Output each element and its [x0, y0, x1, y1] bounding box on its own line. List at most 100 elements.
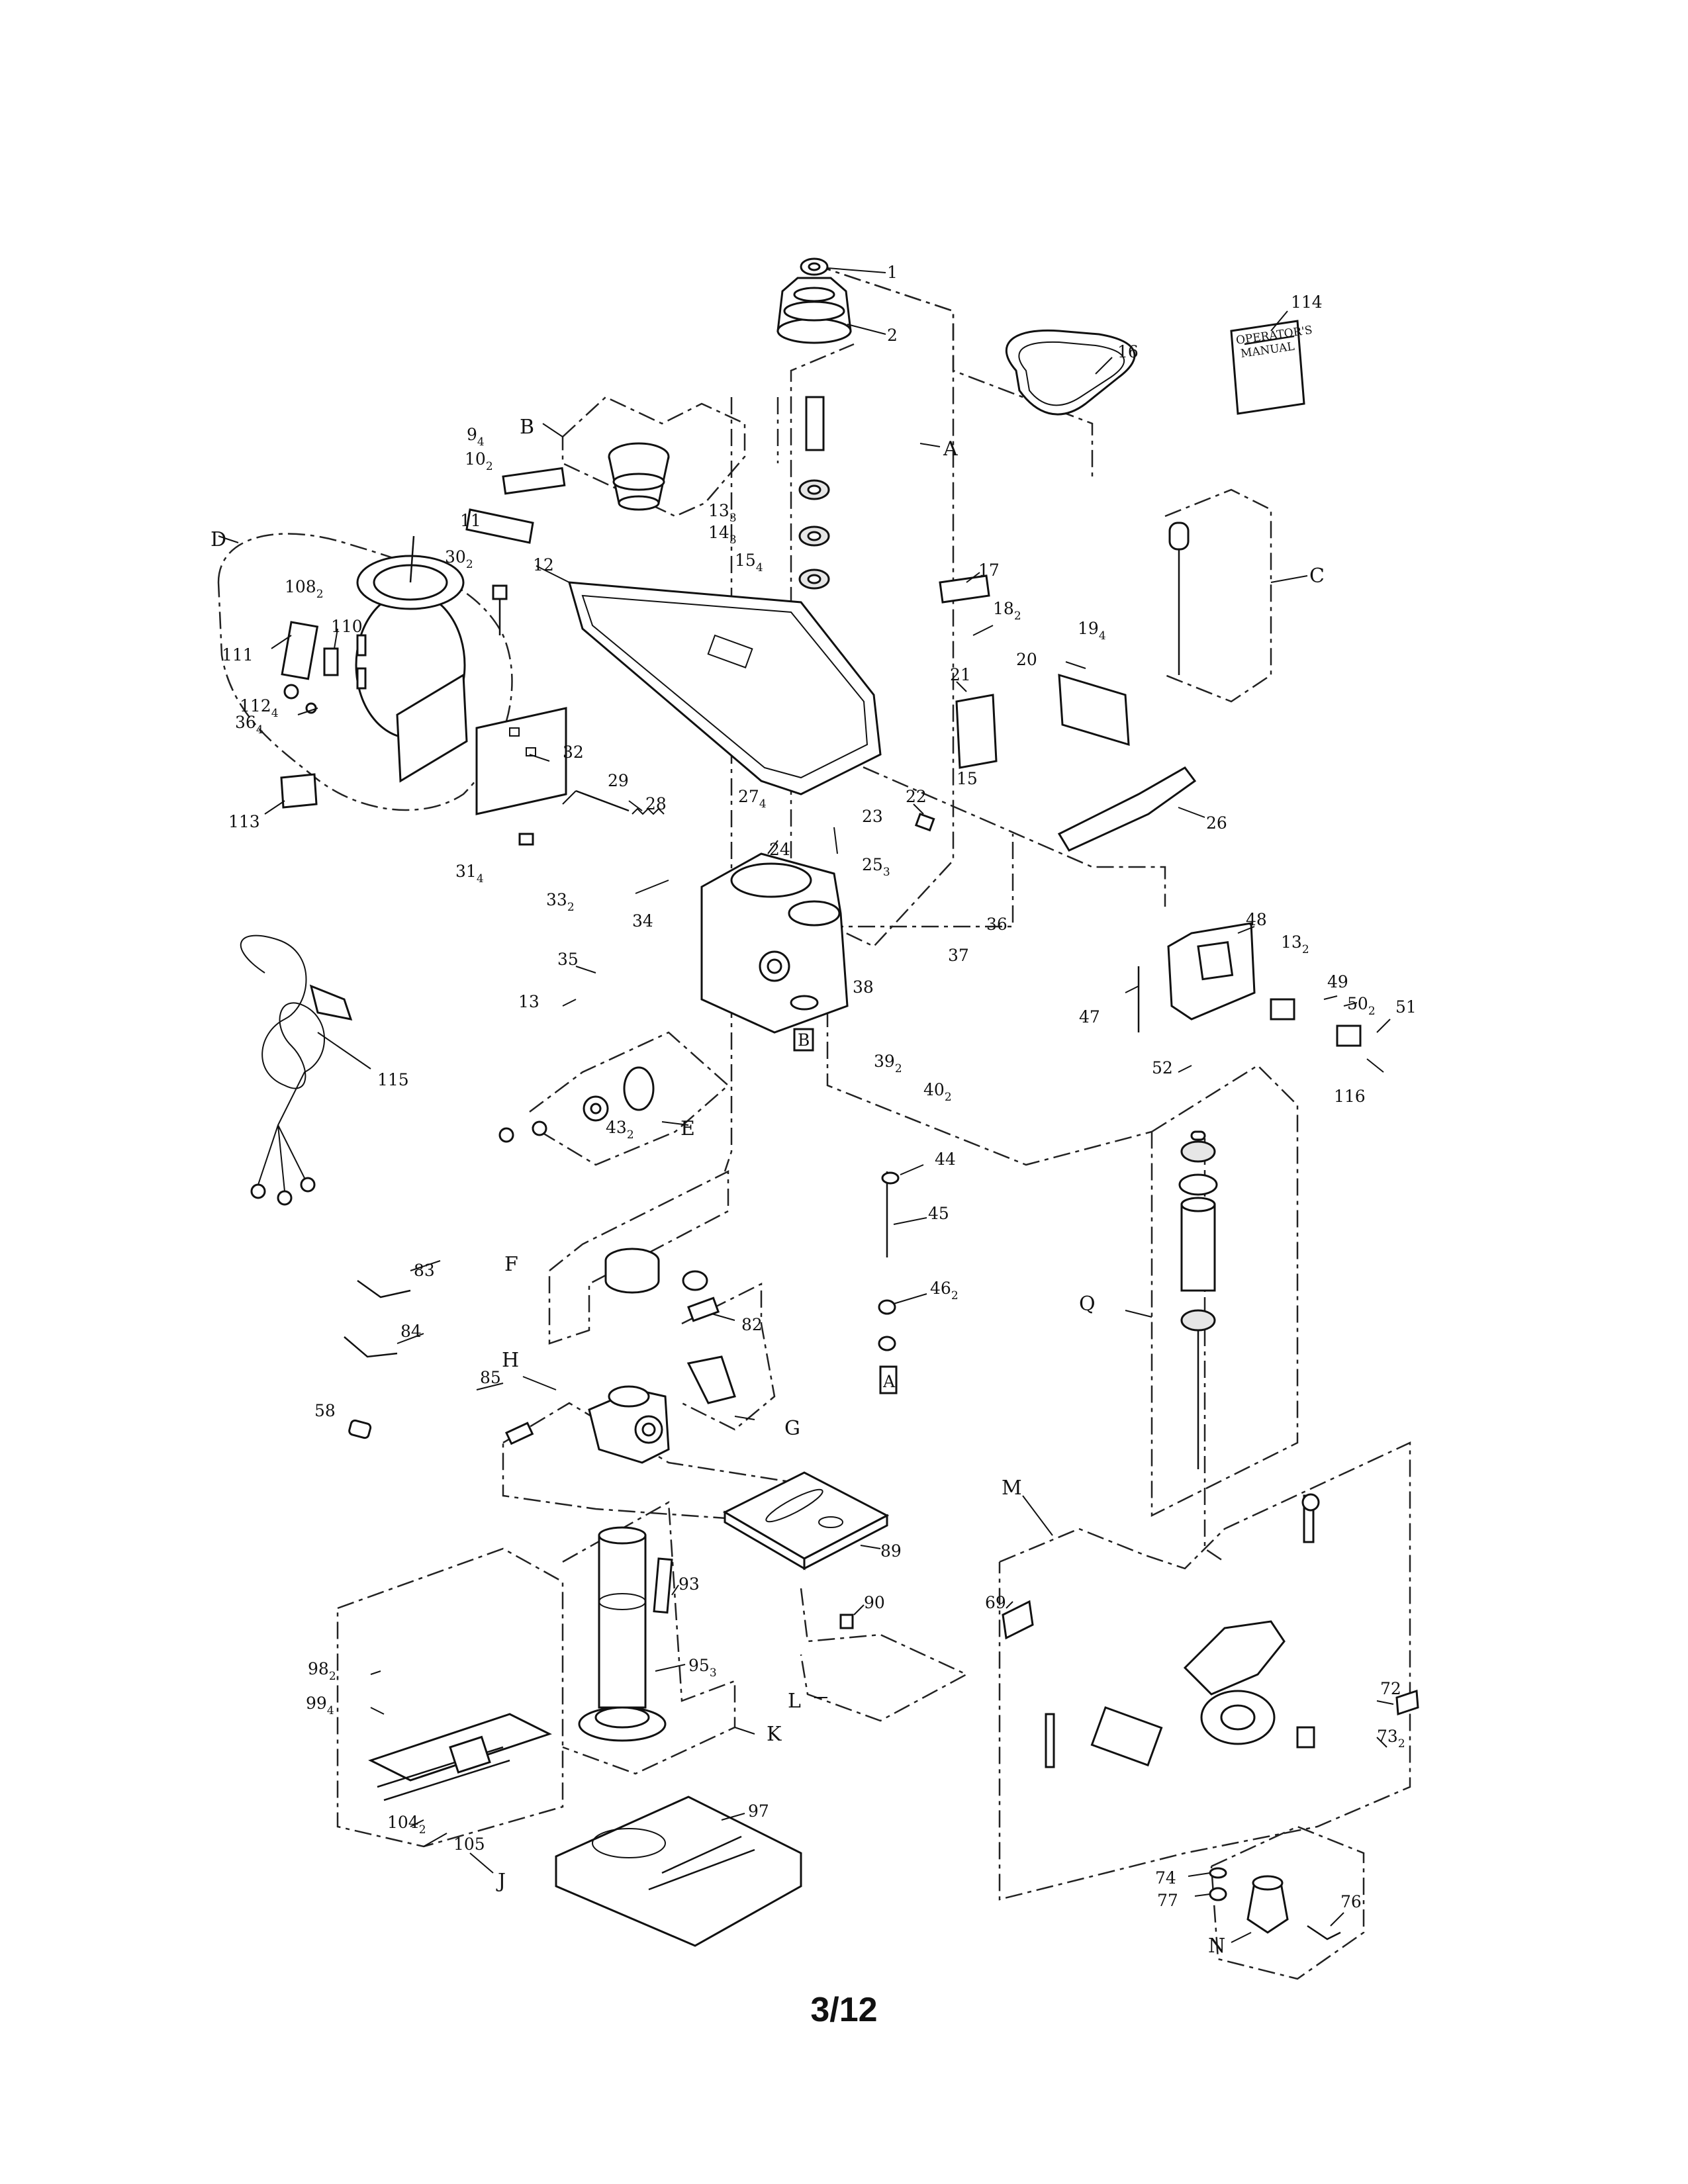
part-number: 90 — [864, 1593, 885, 1612]
part-85-lever — [505, 1422, 534, 1445]
part-label-97: 97 — [748, 1801, 769, 1821]
assembly-label-d: D — [211, 528, 226, 551]
part-16-belt — [1005, 329, 1136, 416]
assembly-label-k: K — [767, 1723, 782, 1746]
part-label-98: 982 — [308, 1659, 336, 1683]
part-number: 105 — [453, 1835, 485, 1854]
assembly-label-j: J — [496, 1870, 506, 1893]
part-number: 15 — [735, 551, 756, 570]
part-label-10: 102 — [465, 449, 493, 473]
part-quantity: 3 — [883, 866, 890, 879]
quill-tube — [1180, 1203, 1216, 1292]
part-quantity: 2 — [419, 1823, 426, 1837]
spindle-sleeve — [805, 396, 825, 451]
part-number: 99 — [306, 1694, 327, 1713]
part-quantity: 2 — [1398, 1737, 1405, 1751]
part-number: 22 — [906, 787, 927, 806]
part-11-label — [465, 508, 534, 544]
part-quantity: 2 — [945, 1091, 952, 1104]
part-49-switch — [1270, 998, 1295, 1021]
part-label-35: 35 — [557, 950, 579, 969]
part-label-74: 74 — [1155, 1868, 1176, 1888]
assembly-label-m: M — [1002, 1477, 1022, 1500]
part-label-36: 36 — [986, 915, 1008, 934]
part-label-112: 1124 — [240, 696, 279, 720]
part-number: 17 — [978, 561, 1000, 580]
part-label-32: 32 — [563, 743, 584, 762]
assembly-label-b: B — [520, 416, 534, 439]
part-number: 110 — [331, 617, 363, 636]
part-label-108: 1082 — [285, 577, 324, 601]
part-72-label — [1395, 1689, 1419, 1716]
part-label-28: 28 — [645, 794, 667, 813]
part-label-116: 116 — [1334, 1087, 1366, 1106]
part-quantity: 2 — [567, 901, 575, 914]
part-label-27: 274 — [738, 787, 767, 811]
marker-b-box — [793, 1028, 814, 1052]
part-number: 115 — [377, 1070, 409, 1089]
part-quantity: 2 — [951, 1289, 959, 1302]
part-label-77: 77 — [1157, 1891, 1178, 1910]
part-label-73: 732 — [1377, 1727, 1405, 1751]
part-m-switch — [1296, 1726, 1315, 1749]
part-label-9: 94 — [467, 425, 485, 449]
part-quantity: 2 — [486, 460, 493, 473]
part-quantity: 4 — [477, 435, 485, 449]
part-label-16: 16 — [1117, 342, 1139, 361]
part-label-93: 93 — [679, 1574, 700, 1594]
part-label-15: 15 — [957, 769, 978, 788]
part-number: 33 — [546, 890, 567, 909]
part-label-20: 20 — [1016, 650, 1037, 669]
part-label-69: 69 — [985, 1593, 1006, 1612]
part-label-29: 29 — [608, 771, 629, 790]
part-quantity: 2 — [627, 1128, 634, 1142]
part-number: 35 — [557, 950, 579, 969]
part-m-laser-bracket — [1183, 1620, 1286, 1696]
part-label-83: 83 — [414, 1261, 435, 1280]
part-number: 11 — [460, 511, 481, 530]
part-label-25: 253 — [862, 855, 890, 879]
part-label-31: 314 — [455, 862, 484, 886]
part-quantity: 2 — [466, 558, 473, 571]
part-28-spring — [632, 807, 665, 815]
part-label-48: 48 — [1246, 910, 1267, 929]
part-number: 21 — [950, 665, 971, 684]
part-label-105: 105 — [453, 1835, 485, 1854]
part-label-30: 302 — [445, 547, 473, 571]
part-drawings — [240, 257, 1419, 1947]
callout-labels: A B C D E F G H J K L M N Q 1 2 94 102 1… — [211, 263, 1417, 1958]
part-number: 93 — [679, 1574, 700, 1594]
part-label-13: 13 — [518, 992, 539, 1011]
part-number: 76 — [1340, 1892, 1362, 1911]
part-number: 50 — [1347, 994, 1368, 1013]
part-quantity: 2 — [1368, 1005, 1376, 1018]
part-number: 72 — [1380, 1679, 1401, 1698]
part-17-label — [939, 574, 990, 604]
part-label-18: 182 — [993, 599, 1021, 623]
part-number: 27 — [738, 787, 759, 806]
part-21-label — [955, 694, 998, 769]
part-number: 58 — [314, 1401, 336, 1420]
part-number: 108 — [285, 577, 316, 596]
part-number: 52 — [1152, 1058, 1173, 1077]
part-76-chuck-key — [1307, 1925, 1341, 1940]
part-number: 36 — [235, 713, 256, 732]
part-label-113: 113 — [228, 812, 260, 831]
part-number: 84 — [400, 1322, 422, 1341]
part-label-24: 24 — [769, 840, 790, 859]
part-82-crank — [687, 1297, 720, 1322]
part-number: 34 — [632, 911, 653, 931]
part-number: 49 — [1327, 972, 1348, 991]
part-number: 13 — [1281, 933, 1302, 952]
part-number: 46 — [930, 1279, 951, 1298]
part-12-belt-guard — [567, 581, 882, 796]
part-110-capacitor — [323, 647, 339, 676]
part-label-43: 432 — [606, 1118, 634, 1142]
part-111-switch-box — [281, 621, 319, 680]
part-number: 74 — [1155, 1868, 1176, 1888]
part-number: 32 — [563, 743, 584, 762]
marker-b-letter: B — [798, 1030, 810, 1050]
part-quantity: 2 — [1302, 943, 1309, 956]
part-58-bushing — [348, 1419, 372, 1439]
part-label-11: 11 — [460, 511, 481, 530]
